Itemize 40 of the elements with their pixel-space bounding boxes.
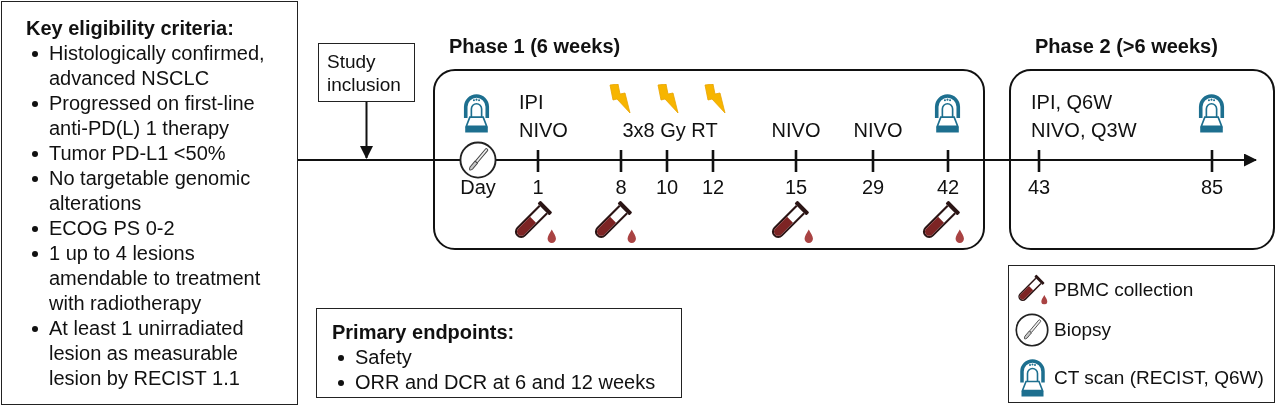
day-number: 8 <box>615 175 627 199</box>
list-item: Safety <box>355 345 412 370</box>
arrow <box>360 101 373 159</box>
list-item: Tumor PD-L1 <50% <box>49 141 226 166</box>
list-item: No targetable genomic alterations <box>49 166 252 216</box>
box-label: Study inclusion <box>326 49 402 96</box>
endpoints-panel <box>316 308 682 398</box>
arrow <box>984 153 1257 167</box>
dose-label: 3x8 Gy RT <box>622 118 718 142</box>
panel-heading: Primary endpoints: <box>332 320 515 345</box>
list-item: Progressed on first-line anti-PD(L) 1 therapy <box>49 91 256 141</box>
dosing-label: IPI, Q6W <box>1031 90 1113 114</box>
criteria-panel <box>1 1 298 405</box>
panel-heading: Key eligibility criteria: <box>26 16 234 41</box>
list-item: At least 1 unirradiated lesion as measurable lesion by RECIST 1.1 <box>49 316 245 391</box>
list-item: 1 up to 4 lesions amendable to treatment with radiotherapy <box>49 241 262 316</box>
day-number: 85 <box>1200 175 1224 199</box>
drug-label: NIVO <box>519 118 568 142</box>
list-item: ECOG PS 0-2 <box>49 216 175 241</box>
list-item: ORR and DCR at 6 and 12 weeks <box>355 370 656 395</box>
drug-label: NIVO <box>853 118 903 142</box>
day-number: 10 <box>655 175 679 199</box>
legend-label: Biopsy <box>1054 318 1112 342</box>
legend-label: PBMC collection <box>1054 277 1194 301</box>
legend-label: CT scan (RECIST, Q6W) <box>1054 366 1264 390</box>
axis-label: Day <box>460 175 496 199</box>
dosing-label: NIVO, Q3W <box>1031 118 1137 142</box>
connector-line <box>297 159 434 161</box>
inclusion-box <box>318 43 415 102</box>
day-number: 43 <box>1027 175 1051 199</box>
day-number: 29 <box>861 175 885 199</box>
drug-label: NIVO <box>771 118 821 142</box>
day-number: 1 <box>532 175 544 199</box>
day-number: 42 <box>936 175 960 199</box>
list-item: Histologically confirmed, advanced NSCLC <box>49 41 266 91</box>
day-number: 12 <box>701 175 725 199</box>
day-number: 15 <box>784 175 808 199</box>
phase-heading: Phase 1 (6 weeks) <box>449 34 621 58</box>
phase-heading: Phase 2 (>6 weeks) <box>1035 34 1218 58</box>
drug-label: IPI <box>519 90 544 114</box>
